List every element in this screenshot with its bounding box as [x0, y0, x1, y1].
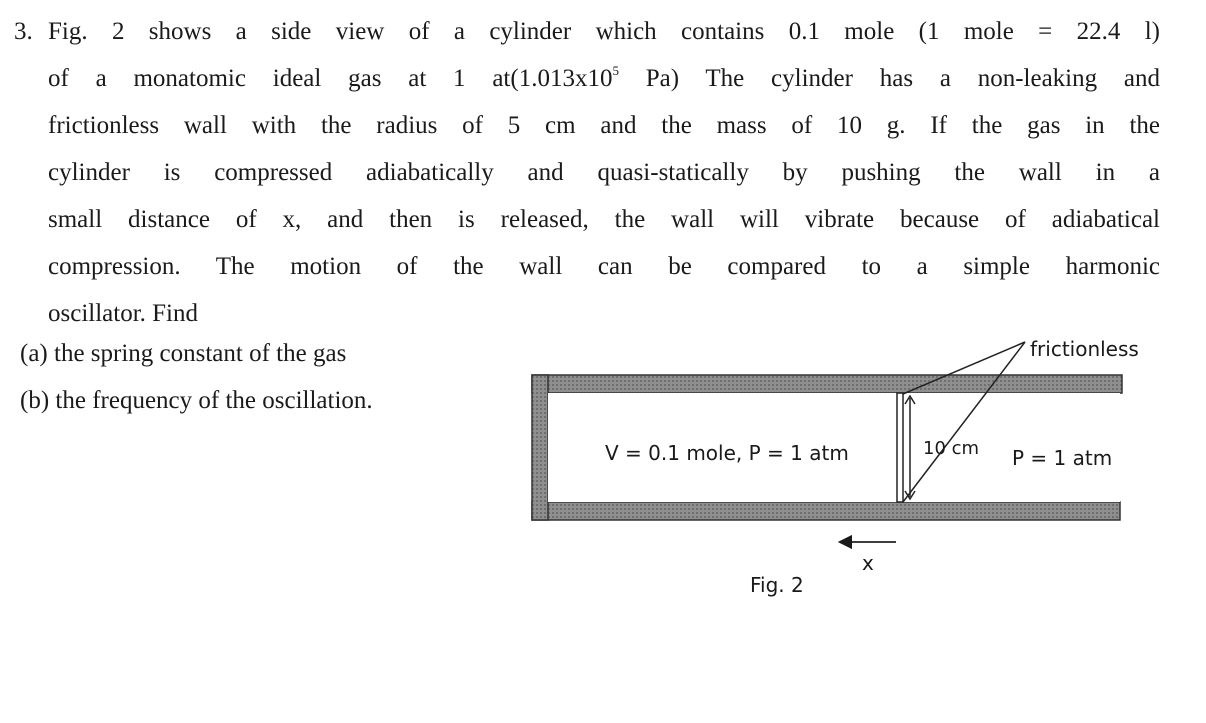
cylinder-bottom-wall	[531, 501, 1121, 521]
frictionless-leader-bottom	[902, 341, 1026, 503]
frictionless-leader-top	[902, 341, 1026, 395]
frictionless-label: frictionless	[1030, 337, 1139, 361]
question-line-2: of a monatomic ideal gas at 1 at(1.013x1…	[48, 55, 1160, 102]
question-number: 3.	[14, 18, 33, 45]
question-line-1: Fig. 2 shows a side view of a cylinder w…	[48, 18, 1160, 45]
question-line-2-a: of a monatomic ideal gas at 1 at(1.013x1…	[48, 65, 613, 92]
outside-pressure-label: P = 1 atm	[1012, 446, 1112, 470]
cylinder-diagram: V = 0.1 mole, P = 1 atm P = 1 atm 10 cm …	[531, 337, 1139, 597]
question-line-6: compression. The motion of the wall can …	[48, 253, 1160, 280]
diameter-label: 10 cm	[923, 438, 979, 459]
cylinder-top-wall	[531, 374, 1123, 394]
cylinder-end-wall	[531, 374, 549, 521]
part-a: (a) the spring constant of the gas	[20, 340, 347, 367]
question-text: Fig. 2 shows a side view of a cylinder w…	[48, 8, 1160, 337]
question-parts: (a) the spring constant of the gas (b) t…	[20, 330, 373, 424]
cylinder-figure: V = 0.1 mole, P = 1 atm P = 1 atm 10 cm …	[500, 320, 1180, 620]
question-line-2-b: Pa) The cylinder has a non-leaking and	[618, 65, 1161, 92]
gas-label: V = 0.1 mole, P = 1 atm	[605, 441, 849, 465]
displacement-label: x	[862, 551, 874, 575]
figure-caption: Fig. 2	[750, 573, 804, 597]
question-line-7: oscillator. Find	[48, 300, 198, 327]
question-line-3: frictionless wall with the radius of 5 c…	[48, 112, 1160, 139]
part-b: (b) the frequency of the oscillation.	[20, 387, 373, 414]
question-line-5: small distance of x, and then is release…	[48, 206, 1160, 233]
dimension-arrow-up	[904, 394, 916, 405]
question-line-4: cylinder is compressed adiabatically and…	[48, 159, 1160, 186]
piston-wall	[896, 392, 904, 503]
dimension-arrow-down	[904, 490, 916, 501]
cylinder-interior	[548, 393, 1120, 502]
exponent: 5	[612, 63, 619, 78]
